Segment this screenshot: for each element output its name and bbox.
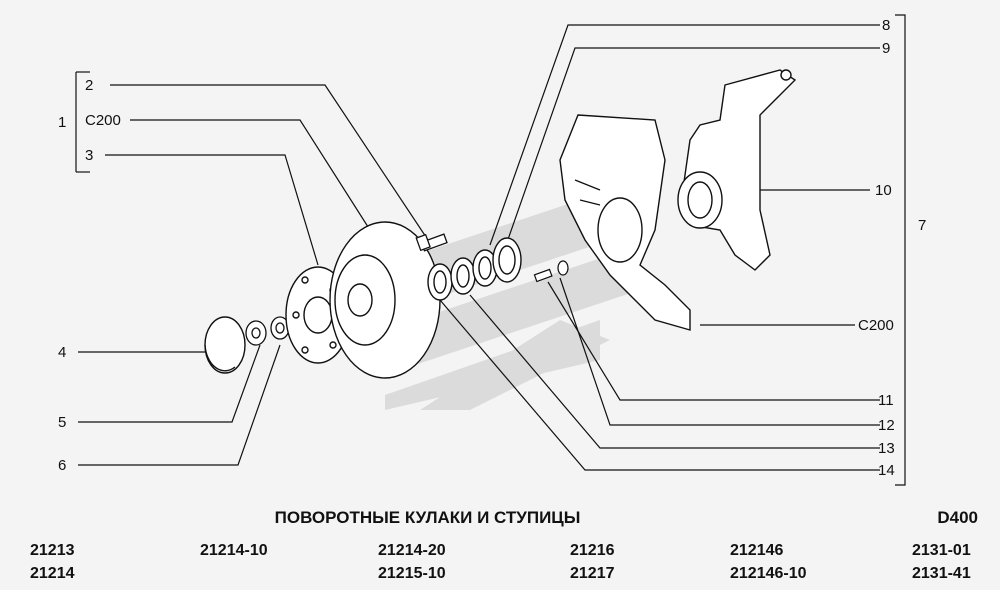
callout-8: 8 — [882, 17, 891, 34]
steering-knuckle-part — [677, 69, 797, 271]
model-col4-row2: 21217 — [570, 565, 615, 582]
model-col3-row2: 21215-10 — [378, 565, 446, 582]
small-bolt-part — [533, 260, 569, 283]
callout-5: 5 — [58, 414, 67, 431]
brake-shield-part — [559, 114, 691, 331]
diagram-title: ПОВОРОТНЫЕ КУЛАКИ И СТУПИЦЫ — [274, 508, 581, 527]
model-col3-row1: 21214-20 — [378, 542, 446, 559]
exploded-parts-diagram — [75, 14, 906, 486]
model-col6-row2: 2131-41 — [912, 565, 971, 582]
callout-12: 12 — [878, 417, 895, 434]
model-col1-row1: 21213 — [30, 542, 75, 559]
callout-c200-top: C200 — [85, 112, 121, 129]
callout-1: 1 — [58, 114, 67, 131]
callout-9: 9 — [882, 40, 891, 57]
callout-c200-right: C200 — [858, 317, 894, 334]
model-col5-row1: 212146 — [730, 542, 784, 559]
callout-11: 11 — [878, 392, 894, 409]
hub-cap-part — [204, 316, 246, 374]
callout-4: 4 — [58, 344, 67, 361]
model-col2-row1: 21214-10 — [200, 542, 268, 559]
callout-6: 6 — [58, 457, 67, 474]
bearing-set-part — [427, 237, 522, 301]
model-col5-row2: 212146-10 — [730, 565, 807, 582]
callout-7: 7 — [918, 217, 927, 234]
bolt-part — [415, 233, 448, 252]
model-col1-row2: 21214 — [30, 565, 75, 582]
nut-washer-part — [245, 316, 290, 346]
section-code: D400 — [937, 508, 978, 527]
callout-2: 2 — [85, 77, 94, 94]
callout-13: 13 — [878, 440, 895, 457]
model-col4-row1: 21216 — [570, 542, 615, 559]
callout-14: 14 — [878, 462, 895, 479]
model-col6-row1: 2131-01 — [912, 542, 971, 559]
callout-3: 3 — [85, 147, 94, 164]
callout-10: 10 — [875, 182, 892, 199]
leader-lines — [75, 14, 906, 486]
